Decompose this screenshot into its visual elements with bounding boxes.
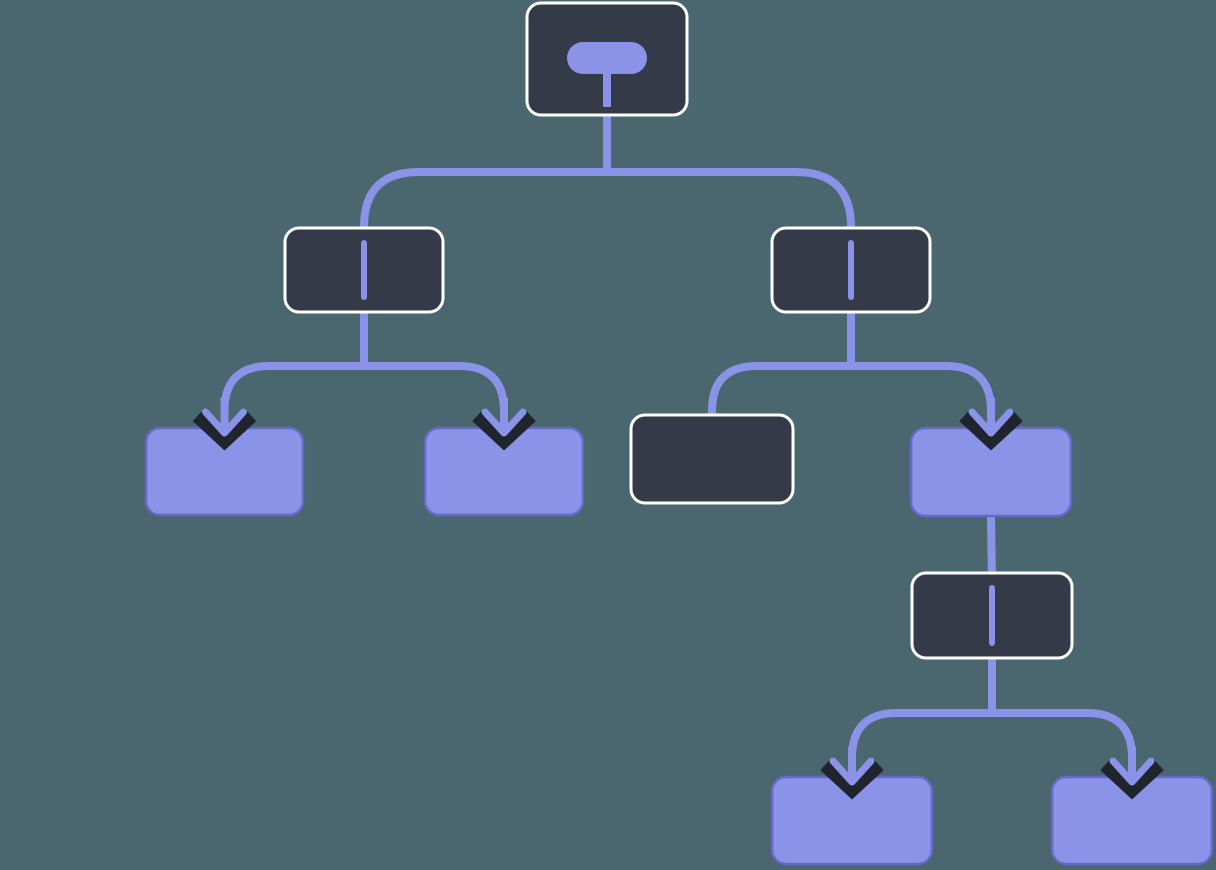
pass-through-bar-icon [848,240,854,300]
arrowhead-chevron-icon [192,398,257,451]
connector-node-left[interactable] [283,226,445,314]
edge-l2-right-to-leaf-c [847,312,995,412]
chevron-dark [472,410,536,451]
plain-dark-node[interactable] [629,413,795,505]
edge-l2-left-to-leaf-b [360,312,508,412]
edge-l2-right-to-mid-dark [708,312,855,421]
chevron-accent [202,408,247,437]
nodes-layer [144,1,1214,866]
chevron-accent [1109,757,1155,786]
edge-leaf-c-to-l4 [987,515,996,580]
root-pill-icon [567,42,647,107]
edges-layer [220,115,1136,759]
arrows-layer [192,398,1164,800]
arrowhead-chevron-icon [820,747,884,800]
edge-l2-left-to-leaf-a [220,312,368,412]
chevron-accent [968,408,1014,437]
edge-l4-to-leaf-d [848,658,996,759]
arrowhead-chevron-icon [472,398,536,451]
connector-node-bottom[interactable] [910,571,1074,660]
connector-node-right[interactable] [770,226,932,314]
edge-l4-to-leaf-e [988,658,1136,759]
pass-through-bar-icon [361,240,367,300]
edge-root-to-l2-left [360,115,611,234]
arrowhead-chevron-icon [959,398,1023,451]
chevron-accent [481,408,527,437]
pass-through-bar-icon [989,585,995,646]
chevron-dark [959,410,1023,451]
plain-dark-node-body[interactable] [629,413,795,505]
chevron-accent [829,757,875,786]
pill-stem [603,67,611,107]
root-node[interactable] [525,1,689,117]
edge-root-to-l2-right [603,115,855,234]
chevron-dark [192,410,257,451]
chevron-dark [820,759,884,800]
arrowhead-chevron-icon [1100,747,1164,800]
pill-shape [567,42,647,74]
chevron-dark [1100,759,1164,800]
